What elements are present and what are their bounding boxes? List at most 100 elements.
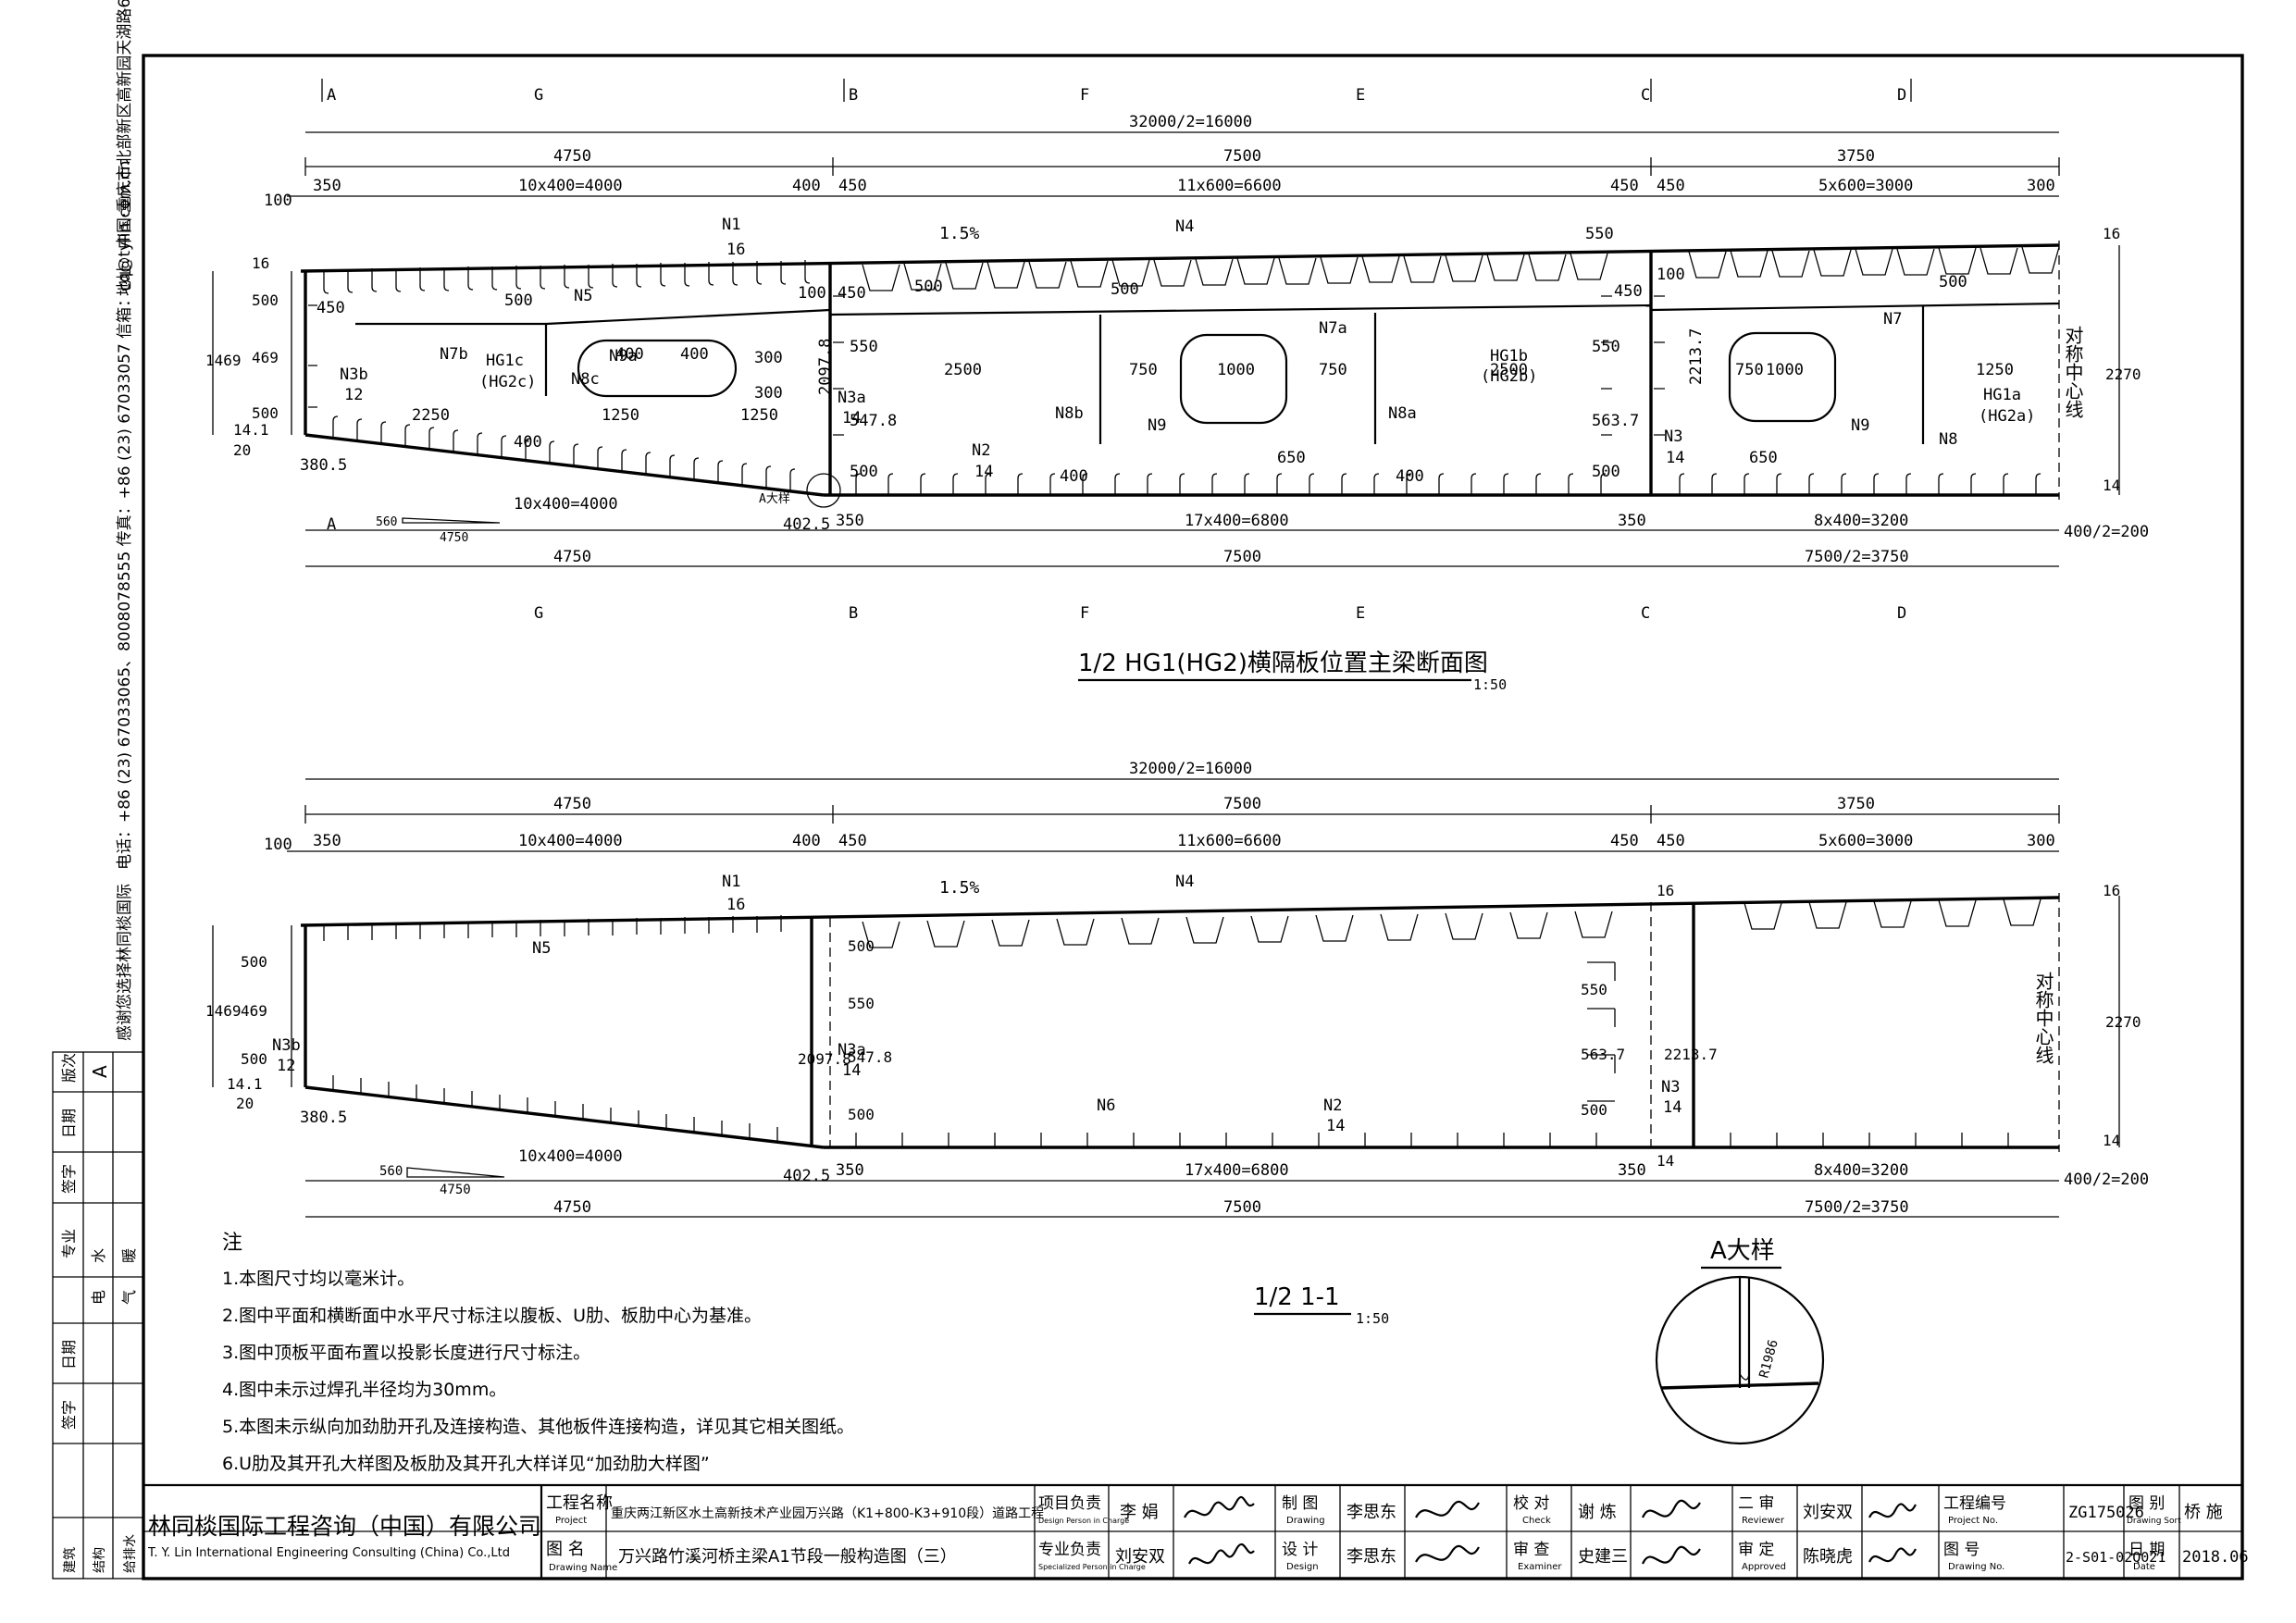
svg-text:谢 炼: 谢 炼 — [1578, 1503, 1617, 1522]
svg-text:史建三: 史建三 — [1578, 1547, 1628, 1567]
svg-text:Check: Check — [1522, 1516, 1551, 1526]
svg-text:14.1: 14.1 — [227, 1075, 263, 1093]
svg-text:5x600=3000: 5x600=3000 — [1818, 832, 1913, 850]
svg-text:日期: 日期 — [60, 1340, 78, 1369]
svg-text:5x600=3000: 5x600=3000 — [1818, 177, 1913, 195]
svg-text:专业: 专业 — [60, 1229, 78, 1258]
svg-text:750: 750 — [1735, 361, 1764, 379]
svg-text:Date: Date — [2133, 1562, 2155, 1572]
svg-text:日期: 日期 — [60, 1109, 78, 1138]
svg-text:N3a: N3a — [838, 1041, 866, 1059]
section1-scale: 1:50 — [1473, 676, 1507, 693]
svg-text:11x600=6600: 11x600=6600 — [1177, 177, 1282, 195]
svg-text:14: 14 — [842, 409, 861, 427]
svg-text:N8a: N8a — [1388, 404, 1417, 423]
svg-text:D: D — [1897, 86, 1906, 105]
svg-text:N3b: N3b — [272, 1036, 301, 1055]
svg-text:结构: 结构 — [93, 1547, 107, 1573]
svg-text:500: 500 — [850, 463, 878, 481]
svg-text:给排水: 给排水 — [123, 1534, 138, 1573]
svg-text:1469: 1469 — [205, 1002, 242, 1020]
member-labels-2: N1 16 N5 N4 N3b 12 N3a 14 N6 N2 14 N3 14 — [272, 873, 1682, 1135]
svg-text:1000: 1000 — [1217, 361, 1255, 379]
svg-text:F: F — [1080, 86, 1089, 105]
svg-text:N7: N7 — [1883, 310, 1902, 328]
svg-text:7500: 7500 — [1223, 147, 1261, 166]
svg-text:签字: 签字 — [60, 1400, 78, 1430]
column-labels-top: A G B F E C D — [321, 79, 1912, 105]
svg-text:水: 水 — [90, 1248, 107, 1263]
svg-text:3750: 3750 — [1837, 147, 1875, 166]
title-block: 林同棪国际工程咨询（中国）有限公司 T. Y. Lin Internationa… — [143, 1485, 2249, 1579]
svg-text:N4: N4 — [1175, 873, 1194, 891]
svg-text:300: 300 — [754, 384, 783, 403]
svg-text:N3: N3 — [1661, 1078, 1680, 1096]
svg-text:350: 350 — [1618, 512, 1646, 530]
svg-text:550: 550 — [850, 338, 878, 356]
section1: A G B F E C D 32000/2=16000 4750 7500 37… — [205, 79, 2149, 693]
svg-text:(HG2a): (HG2a) — [1979, 407, 2035, 426]
svg-text:400: 400 — [514, 433, 542, 452]
svg-text:12: 12 — [277, 1057, 295, 1075]
svg-text:380.5: 380.5 — [300, 1109, 347, 1127]
svg-text:李思东: 李思东 — [1347, 1547, 1396, 1567]
svg-text:A: A — [327, 86, 336, 105]
signature-pm — [1184, 1495, 1255, 1518]
u-ribs-top-1 — [862, 246, 2060, 291]
svg-text:400/2=200: 400/2=200 — [2064, 1171, 2149, 1189]
svg-text:450: 450 — [838, 284, 866, 303]
svg-text:500: 500 — [848, 1106, 875, 1123]
girder-outline-2 — [300, 893, 2060, 1152]
svg-text:Drawing No.: Drawing No. — [1948, 1562, 2004, 1572]
svg-text:500: 500 — [241, 1050, 267, 1068]
svg-text:电: 电 — [90, 1290, 107, 1305]
svg-text:16: 16 — [252, 254, 269, 272]
svg-text:A: A — [327, 515, 336, 534]
svg-text:7500: 7500 — [1223, 795, 1261, 813]
svg-text:500: 500 — [1111, 280, 1139, 299]
svg-text:4.图中未示过焊孔半径均为30mm。: 4.图中未示过焊孔半径均为30mm。 — [222, 1380, 506, 1400]
svg-text:N9: N9 — [1851, 416, 1869, 435]
svg-text:桥 施: 桥 施 — [2184, 1503, 2223, 1522]
svg-text:Reviewer: Reviewer — [1742, 1516, 1785, 1526]
svg-text:A大样: A大样 — [759, 492, 790, 506]
svg-text:550: 550 — [848, 995, 875, 1012]
sidebar-contact: 电话：+86 (23) 67033065、8008078555 传真：+86 (… — [116, 160, 134, 870]
drawing-name: 万兴路竹溪河桥主梁A1节段一般构造图（三） — [618, 1547, 957, 1567]
svg-text:12: 12 — [344, 386, 363, 404]
signature-approve — [1868, 1547, 1917, 1563]
svg-text:750: 750 — [1319, 361, 1347, 379]
svg-text:2097.8: 2097.8 — [798, 1050, 851, 1068]
svg-text:450: 450 — [1610, 832, 1639, 850]
sidebar-address: 地址：中国·重庆市北部新区高新园天湖路6号 — [116, 0, 134, 296]
svg-text:350: 350 — [836, 1161, 864, 1180]
detail-a: A大样 R1986 — [1655, 1237, 1825, 1445]
svg-text:B: B — [849, 604, 858, 623]
svg-text:N1: N1 — [722, 873, 740, 891]
inner-dims-1: 450 2250 1250 1250 400 400 400 300 300 1… — [316, 225, 2014, 486]
svg-text:4750: 4750 — [553, 548, 591, 566]
svg-text:20: 20 — [236, 1095, 254, 1112]
svg-text:(HG2c): (HG2c) — [479, 373, 536, 391]
svg-text:版次: 版次 — [60, 1053, 78, 1083]
svg-text:650: 650 — [1277, 449, 1306, 467]
svg-text:500: 500 — [252, 291, 279, 309]
sidebar: 感谢您选择林同棪国际 电话：+86 (23) 67033065、80080785… — [52, 0, 144, 1580]
svg-text:C: C — [1641, 86, 1650, 105]
svg-text:专业负责: 专业负责 — [1038, 1541, 1101, 1559]
svg-text:750: 750 — [1129, 361, 1158, 379]
svg-text:项目负责: 项目负责 — [1038, 1494, 1101, 1513]
svg-text:550: 550 — [1585, 225, 1614, 243]
svg-text:32000/2=16000: 32000/2=16000 — [1129, 760, 1252, 778]
company-en: T. Y. Lin International Engineering Cons… — [147, 1546, 510, 1560]
svg-text:3.图中顶板平面布置以投影长度进行尺寸标注。: 3.图中顶板平面布置以投影长度进行尺寸标注。 — [222, 1343, 590, 1363]
slope-1: 1.5% — [939, 224, 980, 243]
svg-text:10x400=4000: 10x400=4000 — [518, 1147, 623, 1166]
svg-text:4750: 4750 — [553, 147, 591, 166]
drawing-date: 2018.06 — [2182, 1548, 2249, 1567]
svg-text:N8b: N8b — [1055, 404, 1084, 423]
svg-text:4750: 4750 — [553, 1198, 591, 1217]
revision-table: 版次 A 日期 签字 专业 水 电 暖 气 日期 签字 建筑 结构 给排水 — [52, 1051, 144, 1580]
svg-text:陈晓虎: 陈晓虎 — [1803, 1547, 1853, 1567]
inner-dims-2: 500 550 547.8 500 550 563.7 500 2097.8 2… — [798, 882, 1718, 1170]
